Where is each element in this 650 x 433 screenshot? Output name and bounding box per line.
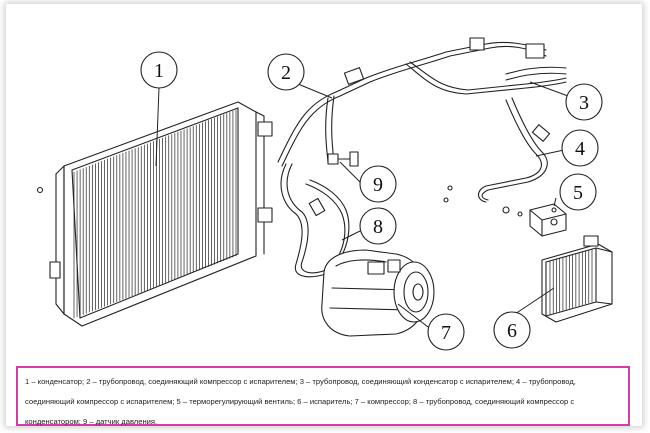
evaporator	[541, 235, 613, 323]
caption-box: 1 – конденсатор; 2 – трубопровод, соедин…	[16, 366, 630, 426]
callout-5: 5	[559, 173, 597, 211]
diagram-frame: 1 2 3 4 5 6 7	[6, 4, 642, 426]
callout-3: 3	[565, 83, 603, 121]
condenser	[36, 101, 273, 327]
callout-6: 6	[493, 311, 531, 349]
pipe-4	[477, 97, 551, 203]
ac-system-diagram: 1 2 3 4 5 6 7	[36, 37, 613, 351]
callout-7-label: 7	[441, 322, 451, 344]
callout-1-label: 1	[154, 60, 164, 82]
callout-8: 8	[359, 207, 397, 245]
callout-6-label: 6	[507, 320, 517, 342]
caption-text: 1 – конденсатор; 2 – трубопровод, соедин…	[25, 377, 576, 426]
callout-7: 7	[427, 313, 465, 351]
expansion-valve	[443, 185, 567, 237]
callout-4: 4	[561, 129, 599, 167]
callout-4-label: 4	[575, 138, 585, 160]
callout-2-label: 2	[281, 62, 291, 84]
leader-lines	[155, 81, 569, 331]
callouts: 1 2 3 4 5 6 7	[140, 51, 603, 351]
pipe-8	[280, 163, 350, 278]
callout-5-label: 5	[573, 182, 583, 204]
compressor	[321, 249, 435, 337]
callout-3-label: 3	[579, 92, 589, 114]
pipe-3	[405, 61, 567, 95]
callout-1: 1	[140, 51, 178, 89]
callout-9: 9	[359, 165, 397, 203]
callout-8-label: 8	[373, 216, 383, 238]
callout-9-label: 9	[373, 174, 383, 196]
callout-2: 2	[267, 53, 305, 91]
pipe-2	[277, 37, 547, 167]
pressure-sensor	[327, 151, 359, 167]
